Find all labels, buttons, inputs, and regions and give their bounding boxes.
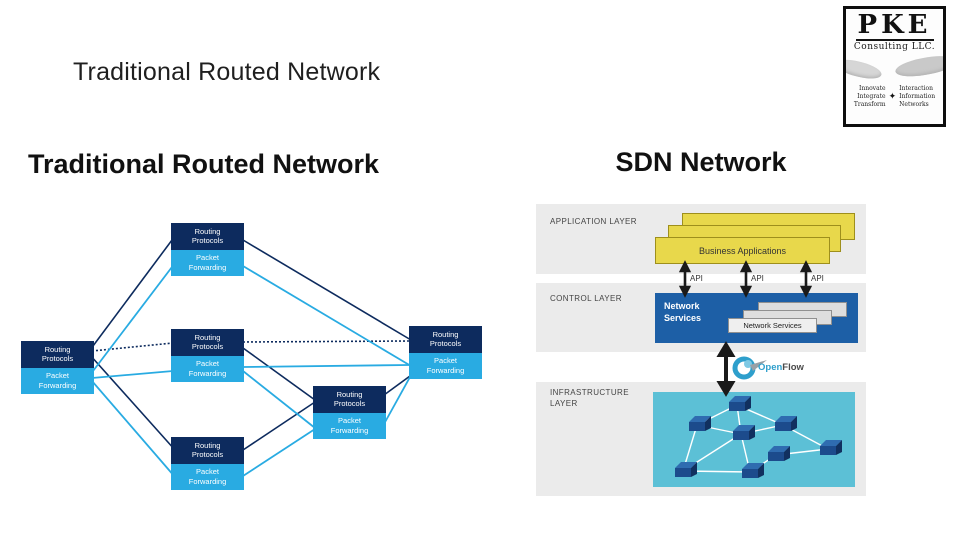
node-label: Routing Protocols [429, 329, 462, 349]
router-node-left: Routing Protocols Packet Forwarding [21, 341, 94, 394]
infrastructure-layer-label: INFRASTRUCTURE LAYER [550, 388, 629, 409]
node-label: Packet Forwarding [188, 253, 227, 272]
infrastructure-network-box [653, 392, 855, 487]
node-label: Packet Forwarding [426, 356, 465, 375]
right-heading: SDN Network [615, 147, 787, 177]
logo-word: Information [899, 92, 936, 100]
logo-tagline-left: Innovate Integrate Transform [854, 85, 886, 108]
routing-protocols-box: Routing Protocols [409, 326, 482, 353]
packet-forwarding-box: Packet Forwarding [21, 367, 94, 394]
packet-forwarding-box: Packet Forwarding [171, 249, 244, 276]
openflow-label: OpenFlow [758, 362, 804, 373]
api-label: API [751, 274, 764, 283]
logo-tagline-right: Interaction Information Networks [899, 85, 935, 108]
packet-forwarding-box: Packet Forwarding [171, 463, 244, 490]
node-label: Routing Protocols [191, 332, 224, 352]
application-layer-label: APPLICATION LAYER [550, 217, 637, 226]
router-node-bottom: Routing Protocols Packet Forwarding [171, 437, 244, 490]
control-layer-label: CONTROL LAYER [550, 294, 622, 303]
sdn-diagram: APPLICATION LAYER CONTROL LAYER INFRASTR… [536, 204, 866, 496]
left-heading: Traditional Routed Network [28, 149, 380, 179]
routing-protocols-box: Routing Protocols [21, 341, 94, 368]
openflow-open-text: Open [758, 362, 783, 373]
routing-protocols-box: Routing Protocols [171, 223, 244, 250]
logo-word: Transform [853, 100, 886, 108]
routing-protocols-box: Routing Protocols [313, 386, 386, 413]
logo-word: Innovate [858, 85, 886, 92]
logo-word: Interaction [899, 85, 933, 92]
logo-brand-text: PKE [857, 10, 932, 40]
openflow-flow-text: Flow [782, 362, 804, 373]
api-label: API [811, 274, 824, 283]
node-label: Packet Forwarding [330, 416, 369, 435]
network-services-card-front: Network Services [728, 318, 817, 333]
star-icon: ✦ [888, 91, 897, 102]
packet-forwarding-box: Packet Forwarding [409, 352, 482, 379]
logo-word: Integrate [857, 92, 886, 100]
logo-word: Networks [899, 100, 929, 108]
node-label: Packet Forwarding [188, 359, 227, 378]
node-label: Routing Protocols [333, 389, 366, 409]
routing-protocols-box: Routing Protocols [171, 437, 244, 464]
node-label: Routing Protocols [191, 440, 224, 460]
packet-forwarding-links [89, 262, 412, 478]
node-label: Packet Forwarding [188, 467, 227, 486]
routing-protocol-links [89, 235, 412, 451]
router-node-middle: Routing Protocols Packet Forwarding [171, 329, 244, 382]
routing-protocols-box: Routing Protocols [171, 329, 244, 356]
logo-subtitle: Consulting LLC. [853, 42, 936, 52]
node-label: Packet Forwarding [38, 371, 77, 390]
packet-forwarding-box: Packet Forwarding [171, 355, 244, 382]
node-label: Routing Protocols [191, 226, 224, 246]
router-node-right: Routing Protocols Packet Forwarding [409, 326, 482, 379]
logo-tagline: Innovate Integrate Transform ✦ Interacti… [846, 85, 943, 108]
pke-consulting-logo: PKE Consulting LLC. Innovate Integrate T… [843, 6, 946, 127]
slide-title: Traditional Routed Network [73, 58, 381, 86]
router-node-center: Routing Protocols Packet Forwarding [313, 386, 386, 439]
api-label: API [690, 274, 703, 283]
network-services-label: Network Services [664, 301, 702, 324]
node-label: Routing Protocols [41, 344, 74, 364]
packet-forwarding-box: Packet Forwarding [313, 412, 386, 439]
logo-underline [855, 39, 934, 41]
router-node-top: Routing Protocols Packet Forwarding [171, 223, 244, 276]
business-app-card-front: Business Applications [655, 237, 830, 264]
